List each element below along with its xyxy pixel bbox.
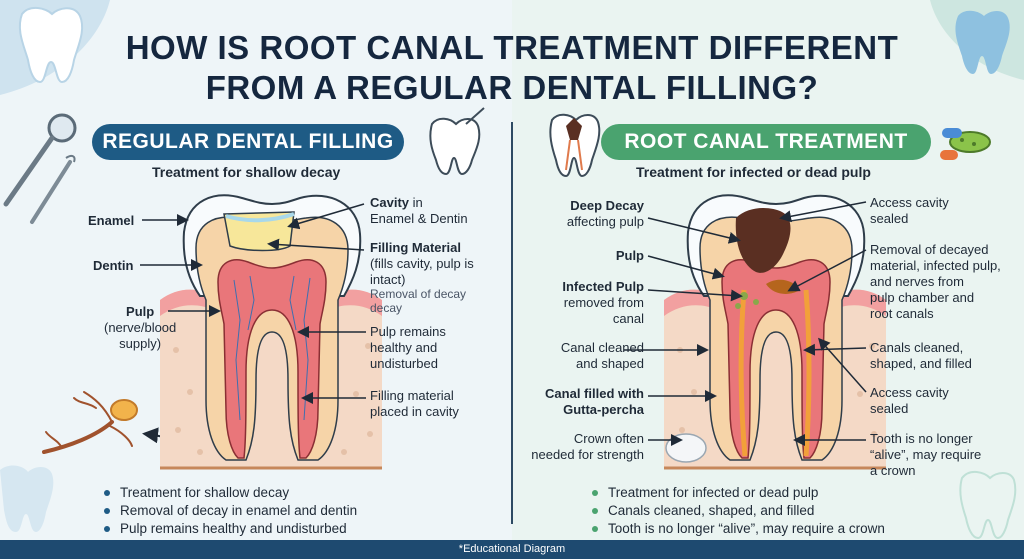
root-canal-tooth-icon [549, 113, 601, 178]
page-title-line2: FROM A REGULAR DENTAL FILLING? [205, 69, 819, 106]
bacteria-icon [940, 128, 991, 160]
crown-cap [665, 433, 707, 463]
label-cavity: Cavity in Enamel & Dentin [370, 195, 468, 226]
center-divider [511, 122, 513, 524]
tooth-with-probe-icon [429, 107, 485, 176]
label-enamel: Enamel [88, 213, 135, 228]
list-item: Pulp remains healthy and undisturbed [104, 520, 357, 538]
root-canal-heading: ROOT CANAL TREATMENT [601, 124, 931, 160]
list-item: Treatment for infected or dead pulp [592, 484, 885, 502]
gutta-percha-left [738, 289, 748, 457]
list-item: Removal of decay in enamel and dentin [104, 502, 357, 520]
regular-filling-subtitle: Treatment for shallow decay [152, 164, 341, 180]
dental-mirror-icon [3, 113, 77, 207]
label-filling-material: Filling Material (fills cavity, pulp is … [370, 240, 474, 287]
label-pulp: Pulp (nerve/blood supply) [104, 304, 177, 351]
list-item: Treatment for shallow decay [104, 484, 357, 502]
regular-filling-heading: REGULAR DENTAL FILLING [92, 124, 404, 160]
list-item: Tooth is no longer “alive”, may require … [592, 520, 885, 538]
label-pulp-remains: Pulp remains healthy and undisturbed [370, 324, 446, 371]
root-canal-bullets: Treatment for infected or dead pulp Cana… [592, 484, 885, 538]
gutta-percha-right [803, 289, 812, 457]
tooth-icon-top-left [18, 7, 84, 84]
pulp-chamber [217, 259, 327, 459]
nerve-cell-icon [42, 391, 133, 454]
deep-decay [735, 208, 791, 273]
root-canal-subtitle: Treatment for infected or dead pulp [636, 164, 871, 180]
tooth-icon-top-right [955, 10, 1010, 75]
regular-filling-bullets: Treatment for shallow decay Removal of d… [104, 484, 357, 538]
label-pulp-rc: Pulp [615, 248, 644, 263]
label-filling-placed: Filling material placed in cavity [370, 388, 459, 419]
label-canals-filled: Canals cleaned,shaped, and filled [870, 340, 972, 371]
nerve-cell-body [110, 399, 138, 421]
page-title-line1: HOW IS ROOT CANAL TREATMENT DIFFERENT [125, 29, 899, 66]
footer-note: *Educational Diagram [0, 540, 1024, 559]
label-dentin: Dentin [93, 258, 134, 273]
dental-probe-icon [30, 154, 76, 224]
list-item: Canals cleaned, shaped, and filled [592, 502, 885, 520]
page-title: HOW IS ROOT CANAL TREATMENT DIFFERENT FR… [0, 28, 1024, 108]
